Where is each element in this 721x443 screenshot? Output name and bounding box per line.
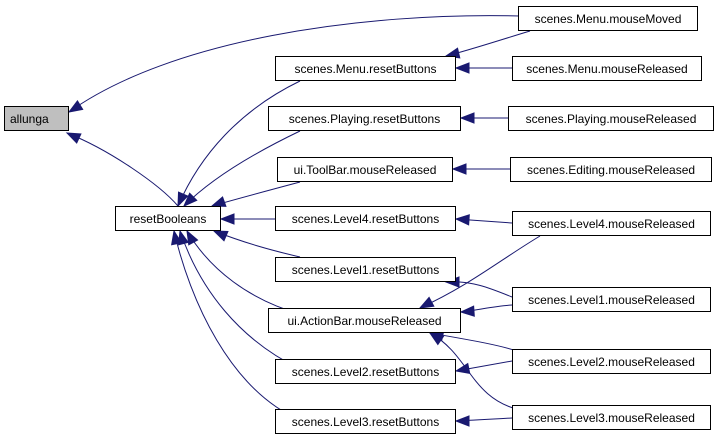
edge-editing_mouseReleased-to-toolbar_mouseReleased <box>451 163 510 175</box>
edge-line <box>419 235 541 309</box>
edge-toolbar_mouseReleased-to-resetBooleans <box>210 181 301 207</box>
edge-arrowhead <box>459 112 475 124</box>
node-level3-mouseReleased[interactable]: scenes.Level3.mouseReleased <box>512 405 711 430</box>
edge-arrowhead <box>459 305 475 317</box>
node-level4-mouseReleased[interactable]: scenes.Level4.mouseReleased <box>512 211 711 236</box>
edge-menu_resetButtons-to-resetBooleans <box>177 80 301 208</box>
edge-menu_mouseMoved-to-allunga <box>67 15 521 113</box>
edge-arrowhead <box>451 163 467 175</box>
edge-arrowhead <box>454 62 470 74</box>
edge-arrowhead <box>219 213 235 225</box>
edge-line <box>66 132 179 207</box>
edge-arrowhead <box>212 230 229 242</box>
edge-arrowhead <box>418 296 435 309</box>
edge-menu_mouseMoved-to-menu_resetButtons <box>444 30 531 59</box>
edge-arrowhead <box>454 415 470 427</box>
node-editing-mouseReleased[interactable]: scenes.Editing.mouseReleased <box>510 157 712 182</box>
edge-arrowhead <box>186 229 199 246</box>
edge-level2_mouseReleased-to-actionbar_mouseReleased <box>428 330 521 353</box>
edge-level4_mouseReleased-to-level4_resetButtons <box>454 214 513 226</box>
edge-arrowhead <box>177 191 189 208</box>
node-allunga: allunga <box>4 106 69 131</box>
node-menu-mouseMoved[interactable]: scenes.Menu.mouseMoved <box>518 6 698 31</box>
edge-arrowhead <box>454 214 470 226</box>
edge-playing_resetButtons-to-resetBooleans <box>183 130 301 207</box>
edge-line <box>429 332 521 411</box>
edge-level1_resetButtons-to-resetBooleans <box>212 230 301 258</box>
edge-line <box>211 181 301 207</box>
edge-resetBooleans-to-allunga <box>65 132 179 207</box>
edge-arrowhead <box>171 229 183 246</box>
node-playing-mouseReleased[interactable]: scenes.Playing.mouseReleased <box>508 106 714 131</box>
node-level4-resetButtons[interactable]: scenes.Level4.resetButtons <box>275 206 456 231</box>
edge-arrowhead <box>210 196 227 207</box>
edge-level1_mouseReleased-to-actionbar_mouseReleased <box>459 304 513 317</box>
node-menu-mouseReleased[interactable]: scenes.Menu.mouseReleased <box>512 56 702 81</box>
node-playing-resetButtons[interactable]: scenes.Playing.resetButtons <box>268 106 461 131</box>
edge-arrowhead <box>454 362 471 374</box>
edge-line <box>177 80 301 207</box>
edge-line <box>173 230 301 421</box>
edge-line <box>179 230 301 370</box>
node-resetBooleans[interactable]: resetBooleans <box>115 206 221 231</box>
edge-level4_resetButtons-to-resetBooleans <box>219 213 275 225</box>
node-level2-mouseReleased[interactable]: scenes.Level2.mouseReleased <box>512 349 711 374</box>
edge-level2_mouseReleased-to-level2_resetButtons <box>454 360 513 374</box>
edge-playing_mouseReleased-to-playing_resetButtons <box>459 112 508 124</box>
edge-arrowhead <box>183 192 198 207</box>
node-level1-resetButtons[interactable]: scenes.Level1.resetButtons <box>275 257 456 282</box>
edge-arrowhead <box>428 332 445 346</box>
edge-level4_mouseReleased-to-actionbar_mouseReleased <box>418 235 541 309</box>
node-toolbar-mouseReleased[interactable]: ui.ToolBar.mouseReleased <box>277 157 453 182</box>
edge-arrowhead <box>65 132 82 144</box>
node-level3-resetButtons[interactable]: scenes.Level3.resetButtons <box>275 409 456 434</box>
edge-level3_mouseReleased-to-actionbar_mouseReleased <box>428 332 521 411</box>
edge-level3_mouseReleased-to-level3_resetButtons <box>454 415 513 427</box>
node-level1-mouseReleased[interactable]: scenes.Level1.mouseReleased <box>512 287 711 312</box>
edge-menu_mouseReleased-to-menu_resetButtons <box>454 62 512 74</box>
node-level2-resetButtons[interactable]: scenes.Level2.resetButtons <box>275 359 456 384</box>
edge-arrowhead <box>67 100 84 113</box>
node-menu-resetButtons[interactable]: scenes.Menu.resetButtons <box>275 56 456 81</box>
edge-level3_resetButtons-to-resetBooleans <box>171 229 301 421</box>
node-actionbar-mouseReleased[interactable]: ui.ActionBar.mouseReleased <box>268 308 461 333</box>
edge-line <box>68 15 521 113</box>
